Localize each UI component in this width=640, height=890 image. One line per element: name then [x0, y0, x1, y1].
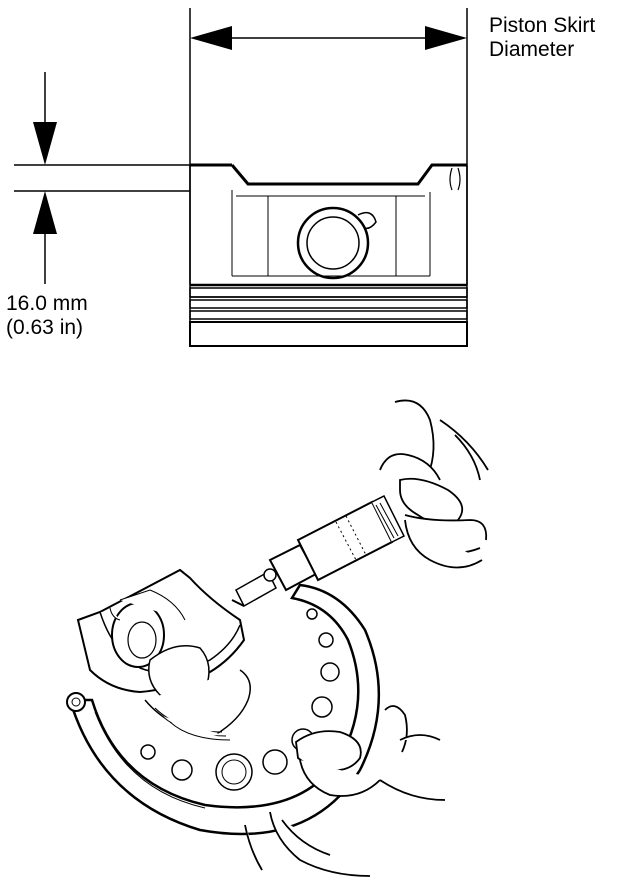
- micrometer-illustration: [66, 399, 489, 877]
- anvil-knob: [66, 692, 86, 712]
- measurement-mm: 16.0 mm: [6, 292, 88, 315]
- upper-hand: [379, 399, 489, 569]
- skirt-diameter-label-line1: Piston Skirt: [489, 14, 596, 37]
- offset-arrow-up: [33, 191, 57, 234]
- piston-side-view: [189, 163, 468, 347]
- measurement-in: (0.63 in): [6, 316, 84, 339]
- diameter-arrow-right: [425, 26, 467, 50]
- dimension-diagram: [14, 8, 468, 347]
- piston-pin-boss: [296, 206, 370, 280]
- skirt-diameter-label-line2: Diameter: [489, 38, 575, 61]
- piston-being-measured: [76, 568, 251, 741]
- piston-pin-bore: [306, 216, 360, 270]
- skirt-diameter-label: Piston Skirt Diameter: [489, 14, 595, 62]
- micrometer-frame: [68, 583, 381, 836]
- measurement-height-label: 16.0 mm (0.63 in): [6, 292, 88, 340]
- frame-holes: [140, 608, 340, 791]
- lower-hand: [244, 705, 446, 877]
- offset-arrow-down: [33, 122, 57, 165]
- diameter-arrow-left: [190, 26, 232, 50]
- micrometer-spindle: [231, 494, 406, 608]
